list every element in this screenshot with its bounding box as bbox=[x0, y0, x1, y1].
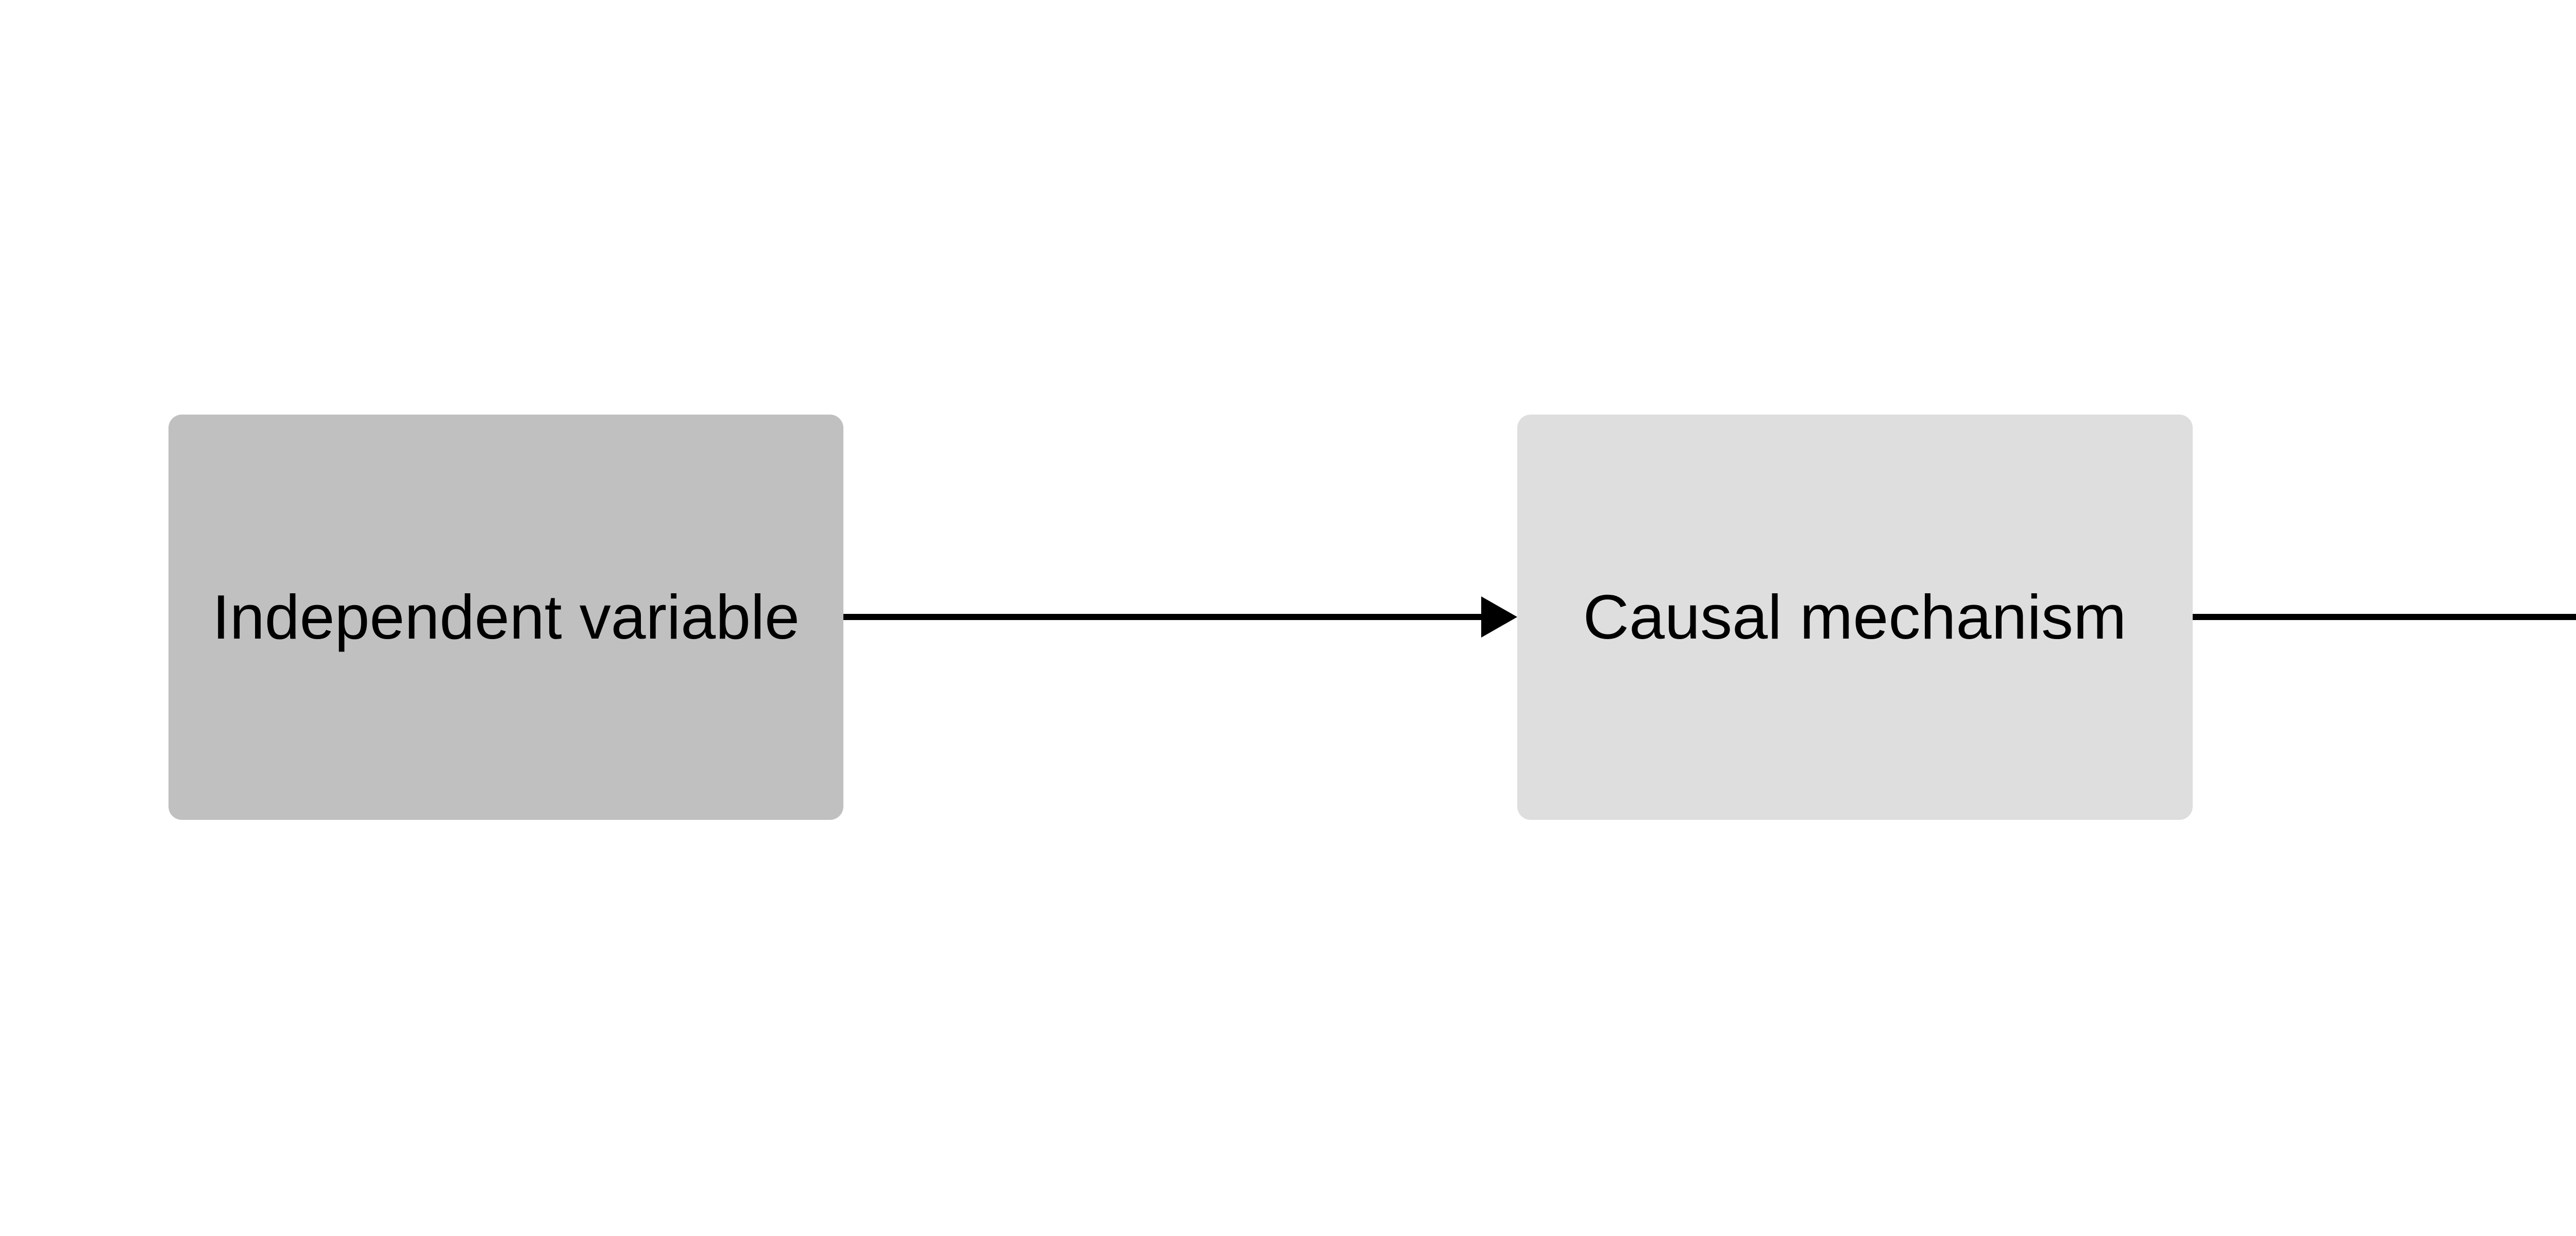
edge-mechanism-to-dependent[interactable] bbox=[2190, 596, 2576, 638]
node-independent-variable[interactable]: Independent variable bbox=[168, 415, 843, 820]
node-causal-mechanism[interactable]: Causal mechanism bbox=[1517, 415, 2193, 820]
node-label-independent-variable: Independent variable bbox=[212, 582, 800, 652]
node-background bbox=[168, 415, 843, 820]
node-label-causal-mechanism: Causal mechanism bbox=[1583, 582, 2127, 652]
arrowhead-icon bbox=[1481, 596, 1517, 638]
node-background bbox=[1517, 415, 2193, 820]
edge-independent-to-mechanism[interactable] bbox=[840, 596, 1517, 638]
